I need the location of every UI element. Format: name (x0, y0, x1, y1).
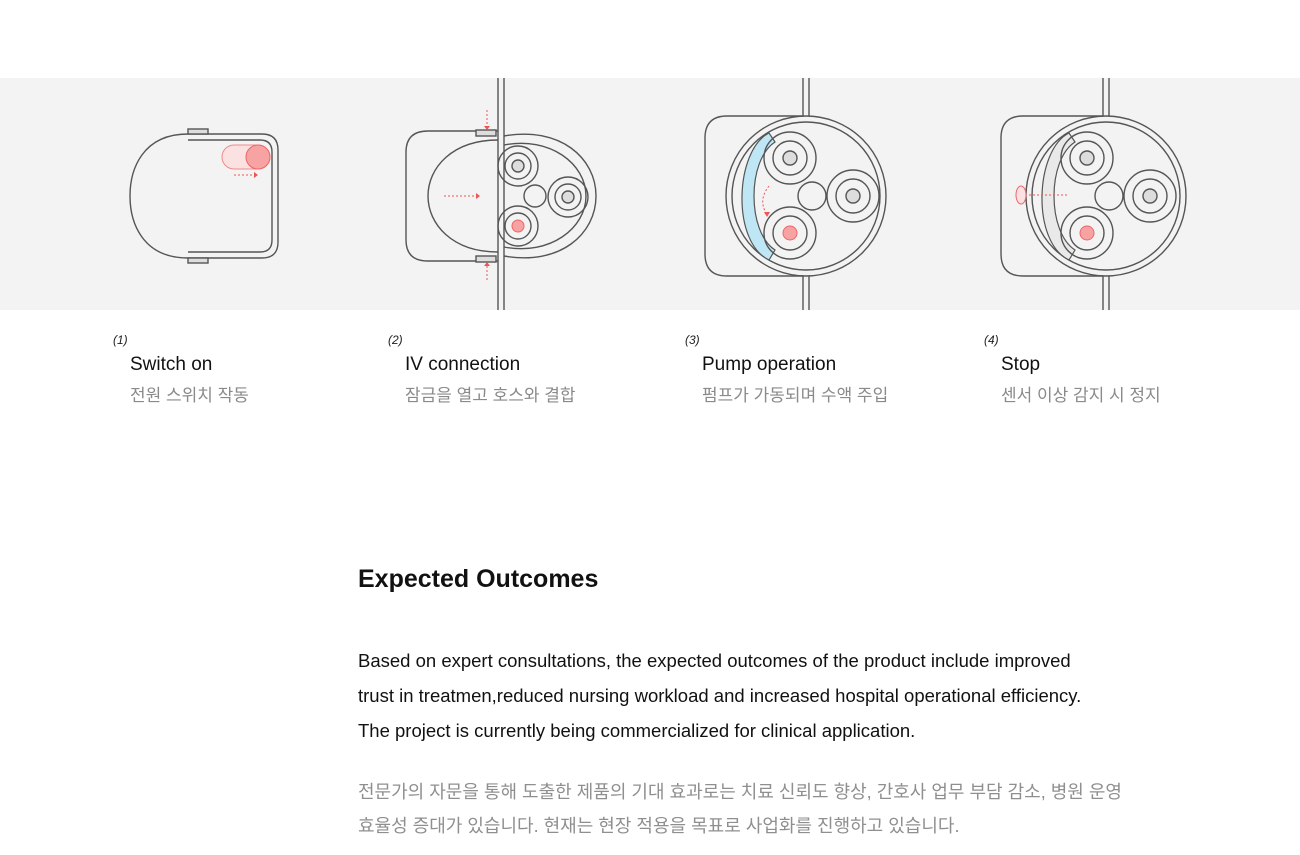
korean-paragraph: 전문가의 자문을 통해 도출한 제품의 기대 효과로는 치료 신뢰도 향상, 간… (358, 775, 1178, 843)
english-line: trust in treatmen,reduced nursing worklo… (358, 685, 1082, 706)
step-4: (4) Stop 센서 이상 감지 시 정지 (984, 333, 1261, 408)
korean-line: 전문가의 자문을 통해 도출한 제품의 기대 효과로는 치료 신뢰도 향상, 간… (358, 782, 1122, 802)
step-subtitle: 펌프가 가동되며 수액 주입 (702, 386, 889, 405)
iv-connection-illustration (405, 78, 597, 310)
step-3: (3) Pump operation 펌프가 가동되며 수액 주입 (685, 333, 962, 408)
expected-outcomes-section: Expected Outcomes Based on expert consul… (358, 562, 1178, 843)
switch-knob (245, 144, 271, 170)
step-title: Stop (1001, 354, 1041, 375)
step-subtitle: 잠금을 열고 호스와 결합 (405, 386, 576, 405)
step-number: (1) (113, 333, 128, 347)
step-number: (4) (984, 333, 999, 347)
english-line: The project is currently being commercia… (358, 720, 916, 741)
step-number: (3) (685, 333, 700, 347)
english-line: Based on expert consultations, the expec… (358, 650, 1071, 671)
step-2: (2) IV connection 잠금을 열고 호스와 결합 (388, 333, 665, 408)
sensor-alert-icon (1015, 185, 1027, 205)
pump-operation-illustration (704, 78, 887, 310)
step-subtitle: 전원 스위치 작동 (130, 386, 249, 405)
step-title: Switch on (130, 354, 213, 375)
step-1: (1) Switch on 전원 스위치 작동 (113, 333, 390, 408)
korean-line: 효율성 증대가 있습니다. 현재는 현장 적용을 목표로 사업화를 진행하고 있… (358, 816, 960, 836)
stop-illustration (1000, 78, 1187, 310)
step-title: IV connection (405, 354, 521, 375)
step-title: Pump operation (702, 354, 837, 375)
switch-on-illustration (129, 128, 279, 264)
section-heading: Expected Outcomes (358, 565, 599, 593)
step-number: (2) (388, 333, 403, 347)
step-subtitle: 센서 이상 감지 시 정지 (1001, 386, 1161, 405)
english-paragraph: Based on expert consultations, the expec… (358, 643, 1178, 748)
